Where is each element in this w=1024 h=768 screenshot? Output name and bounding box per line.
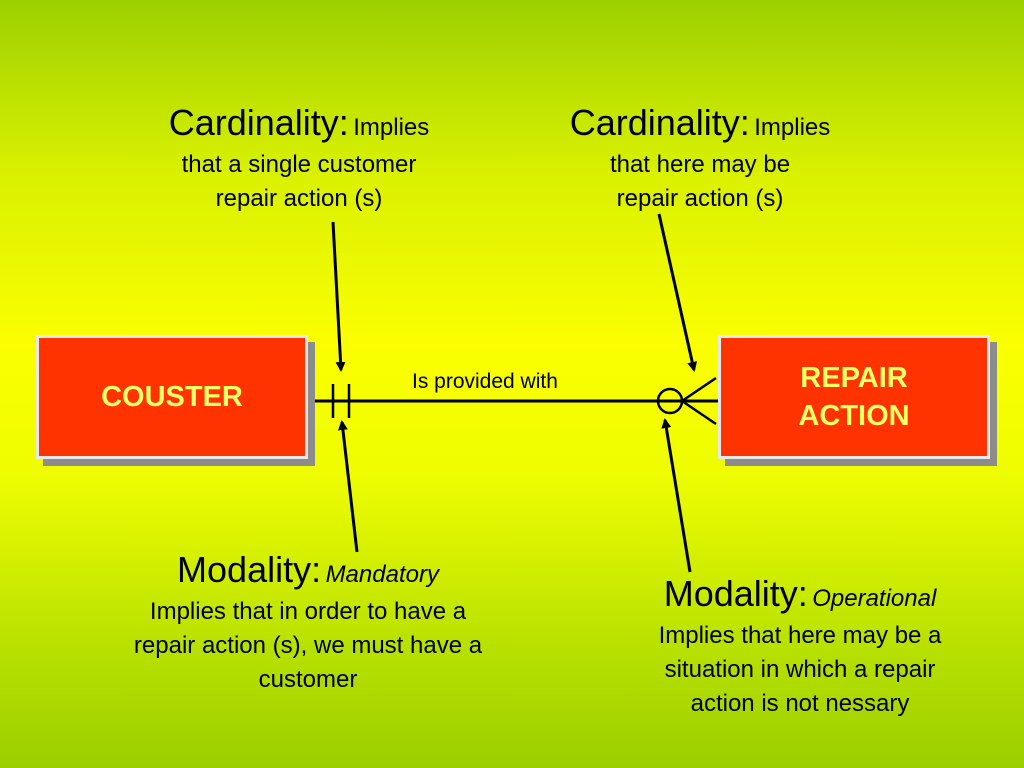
- modality-title-tail-right: Operational: [812, 585, 937, 612]
- modality-title-right: Modality:: [663, 573, 808, 614]
- cardinality-note-right: Cardinality: Implies that here may be re…: [540, 105, 860, 216]
- arrow-card-left: [331, 221, 346, 372]
- crows-foot-upper: [681, 376, 717, 403]
- modality-body-right: Implies that here may be a situation in …: [658, 622, 942, 717]
- cardinality-note-left: Cardinality: Implies that a single custo…: [140, 105, 458, 216]
- arrow-mod-right: [661, 418, 692, 573]
- modality-note-left: Modality: Mandatory Implies that in orde…: [128, 552, 488, 697]
- modality-title-tail-left: Mandatory: [325, 561, 439, 588]
- cardinality-title-right: Cardinality:: [569, 102, 750, 143]
- cardinality-body-right: that here may be repair action (s): [609, 151, 791, 212]
- relationship-label: Is provided with: [412, 370, 558, 393]
- entity-couster: COUSTER: [36, 335, 308, 459]
- cardinality-title-tail-left: Implies: [353, 114, 430, 141]
- entity-repair-action: REPAIR ACTION: [718, 335, 990, 459]
- cardinality-title-left: Cardinality:: [168, 102, 349, 143]
- cardinality-body-left: that a single customer repair action (s): [181, 151, 417, 212]
- modality-title-left: Modality:: [177, 549, 322, 590]
- modality-body-left: Implies that in order to have a repair a…: [133, 598, 483, 693]
- modality-note-right: Modality: Operational Implies that here …: [620, 576, 980, 721]
- entity-couster-label: COUSTER: [101, 381, 243, 413]
- arrow-card-right: [657, 213, 698, 372]
- entity-repair-action-label: REPAIR ACTION: [798, 362, 910, 432]
- arrow-mod-left: [337, 420, 359, 553]
- cardinality-title-tail-right: Implies: [754, 114, 831, 141]
- crows-foot-lower: [681, 399, 717, 426]
